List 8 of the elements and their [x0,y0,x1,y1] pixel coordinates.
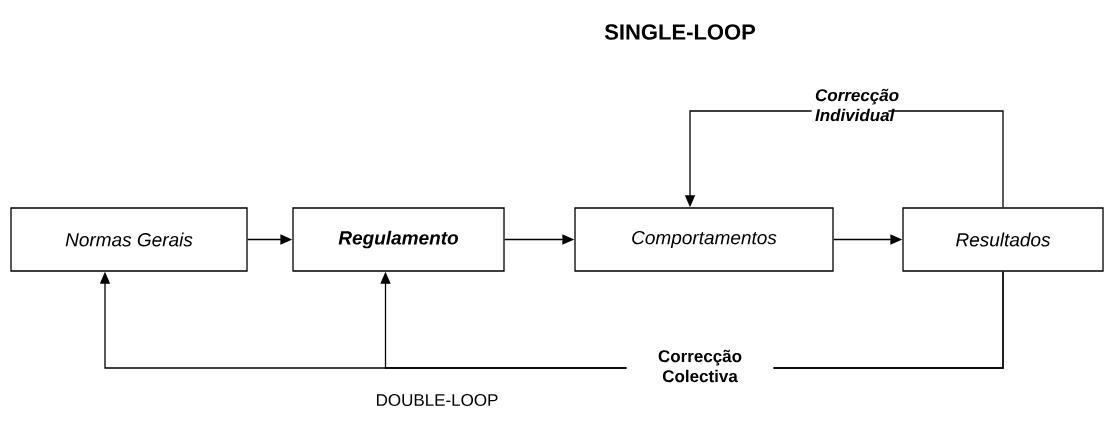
edge-label: Correcção Colectiva [626,346,774,386]
loop-label: SINGLE-LOOP [604,24,756,40]
process-box: Resultados [902,207,1104,272]
process-box: Regulamento [292,207,505,272]
loop-label: DOUBLE-LOOP [377,394,498,407]
edge-label: Correcção Individual [811,85,899,125]
process-box: Comportamentos [574,207,834,272]
process-box: Normas Gerais [10,207,248,272]
